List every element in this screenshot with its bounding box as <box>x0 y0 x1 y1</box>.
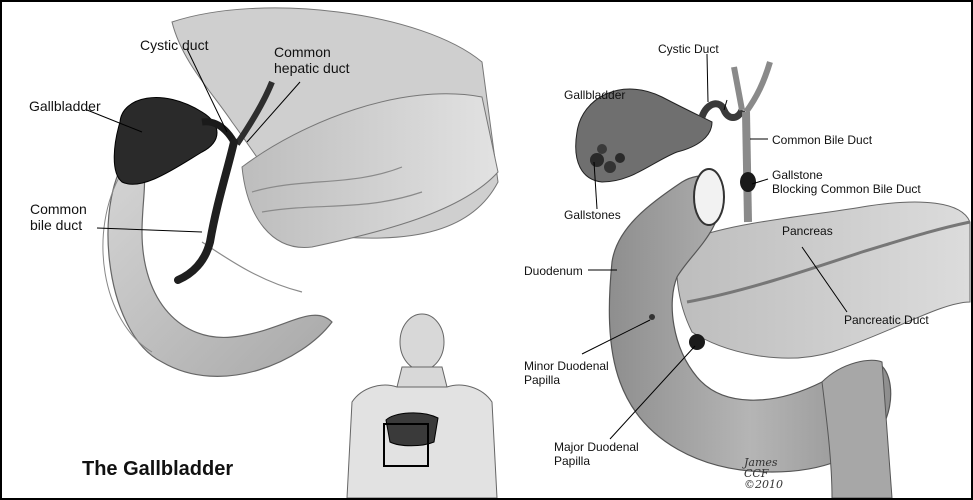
label-common-bile-duct: Common bile duct <box>30 201 87 233</box>
label-gallbladder-detail: Gallbladder <box>564 88 625 102</box>
body-figure <box>347 314 497 498</box>
label-minor-duodenal-papilla: Minor Duodenal Papilla <box>524 359 609 387</box>
gallstone-detail-panel: Cystic Duct Gallbladder Common Bile Duct… <box>502 2 971 498</box>
cystic-duct-shape-detail <box>702 104 742 118</box>
common-bile-duct-shape <box>178 142 234 280</box>
gallbladder-shape-detail <box>576 89 712 182</box>
artist-signature: James CCF ©2010 <box>744 457 783 490</box>
label-cystic-duct: Cystic duct <box>140 37 208 53</box>
label-common-bile-duct-detail: Common Bile Duct <box>772 133 872 147</box>
blocking-gallstone-shape <box>740 172 756 192</box>
label-cystic-duct-detail: Cystic Duct <box>658 42 719 56</box>
gallbladder-overview-panel: Cystic duct Common hepatic duct Gallblad… <box>2 2 502 498</box>
gallbladder-overview-illustration <box>2 2 502 498</box>
label-major-duodenal-papilla: Major Duodenal Papilla <box>554 440 639 468</box>
label-pancreatic-duct: Pancreatic Duct <box>844 313 929 327</box>
label-common-hepatic-duct: Common hepatic duct <box>274 44 350 76</box>
label-duodenum: Duodenum <box>524 264 583 278</box>
figure-title: The Gallbladder <box>82 458 233 481</box>
common-bile-duct-shape-detail <box>746 112 748 222</box>
gallstone-detail-illustration <box>502 2 971 498</box>
label-gallstones: Gallstones <box>564 208 621 222</box>
gallbladder-shape <box>114 98 217 185</box>
label-pancreas: Pancreas <box>782 224 833 238</box>
label-gallbladder: Gallbladder <box>29 98 101 114</box>
label-gallstone-blocking: Gallstone Blocking Common Bile Duct <box>772 168 921 196</box>
